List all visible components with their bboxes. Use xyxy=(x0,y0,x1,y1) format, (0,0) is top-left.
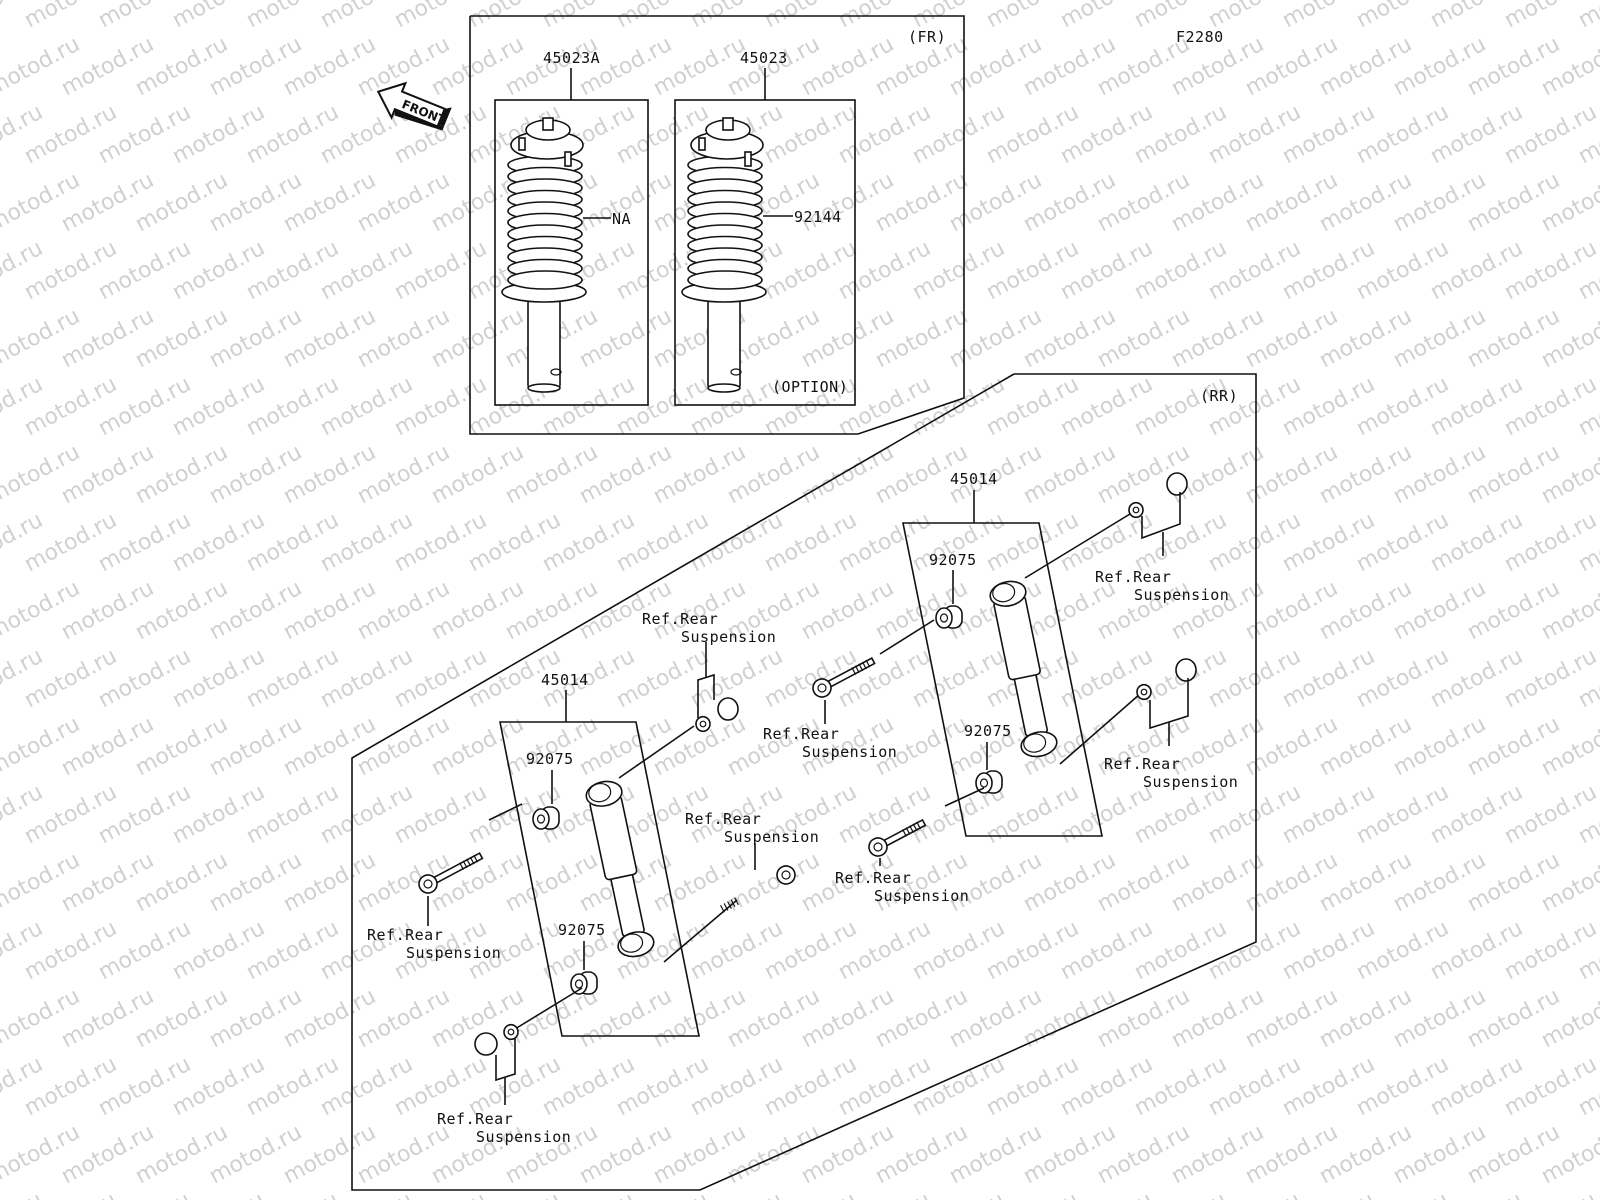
front-section-title: (FR) xyxy=(908,28,946,46)
bushing-label: 92075 xyxy=(558,921,606,939)
ref-label-line1: Ref.Rear xyxy=(685,810,761,828)
leader-line xyxy=(944,787,985,807)
part-number-45014: 45014 xyxy=(541,671,589,689)
bushing-label: 92075 xyxy=(964,722,1012,740)
bushing-92075 xyxy=(975,770,1003,794)
ref-label-line1: Ref.Rear xyxy=(1095,568,1171,586)
assembly-box xyxy=(494,99,649,406)
option-note: (OPTION) xyxy=(772,378,848,396)
leader-line xyxy=(879,619,935,655)
ref-label-line2: Suspension xyxy=(802,743,897,761)
leader-line xyxy=(514,987,583,1030)
part-number-45023A: 45023A xyxy=(543,49,600,67)
part-number-45023: 45023 xyxy=(740,49,788,67)
leader-line xyxy=(618,725,695,779)
leader-line xyxy=(1059,693,1141,765)
rear-shock-assembly-right: 450149207592075Ref.RearSuspensionRef.Rea… xyxy=(763,470,1238,905)
rear-shock-absorber xyxy=(585,780,655,958)
nut xyxy=(717,697,739,721)
rear-shock-absorber xyxy=(989,580,1058,758)
washer xyxy=(1136,683,1152,701)
front-shock-drawing xyxy=(681,117,767,393)
bushing-92075 xyxy=(532,806,560,830)
washer xyxy=(695,715,711,733)
rear-shock-assembly-left: 450149207592075Ref.RearSuspensionRef.Rea… xyxy=(367,610,819,1146)
bolt xyxy=(418,852,484,894)
ref-label-line1: Ref.Rear xyxy=(437,1110,513,1128)
leader-line xyxy=(1024,513,1131,579)
ref-label-line1: Ref.Rear xyxy=(367,926,443,944)
ref-label-line2: Suspension xyxy=(874,887,969,905)
spring-label-na: NA xyxy=(612,210,631,228)
nut xyxy=(1175,658,1197,682)
assembly-box xyxy=(902,522,1103,837)
ref-label-line2: Suspension xyxy=(1143,773,1238,791)
front-shock-assembly-45023A: 45023A NA xyxy=(494,49,649,406)
ref-label-line2: Suspension xyxy=(1134,586,1229,604)
bolt xyxy=(868,818,927,857)
leader-line xyxy=(495,1038,516,1082)
leader-line xyxy=(488,803,523,821)
ref-label-line2: Suspension xyxy=(406,944,501,962)
spring-coil xyxy=(687,270,763,290)
ref-label-line1: Ref.Rear xyxy=(835,869,911,887)
part-number-45014: 45014 xyxy=(950,470,998,488)
front-section-border xyxy=(469,15,965,435)
spring-coil xyxy=(507,270,583,290)
front-shock-drawing xyxy=(501,117,587,393)
assembly-box xyxy=(499,721,700,1037)
assembly-box xyxy=(674,99,856,406)
ref-label-line2: Suspension xyxy=(476,1128,571,1146)
bolt xyxy=(812,657,876,698)
ref-label-line2: Suspension xyxy=(681,628,776,646)
bushing-label: 92075 xyxy=(526,750,574,768)
bushing-label: 92075 xyxy=(929,551,977,569)
ref-label-line1: Ref.Rear xyxy=(763,725,839,743)
ref-label-line1: Ref.Rear xyxy=(1104,755,1180,773)
spring-label-92144: 92144 xyxy=(794,208,842,226)
leader-line xyxy=(697,673,715,718)
figure-code: F2280 xyxy=(1176,28,1224,46)
front-section: (FR) 45023A NA 45023 xyxy=(469,15,965,435)
rear-section-border xyxy=(351,373,1257,1191)
rear-section: (RR) xyxy=(351,373,1257,1191)
nut xyxy=(1166,472,1188,496)
washer xyxy=(1128,501,1144,519)
bushing-92075 xyxy=(570,971,598,995)
leader-line xyxy=(1141,492,1181,540)
ref-label-line2: Suspension xyxy=(724,828,819,846)
rear-section-title: (RR) xyxy=(1200,387,1238,405)
bushing-92075 xyxy=(935,605,963,629)
watermark-text: motod.ru xyxy=(0,1188,47,1200)
ref-label-line1: Ref.Rear xyxy=(642,610,718,628)
front-shock-assembly-45023: 45023 92144 (OPTION) xyxy=(674,49,856,406)
nut xyxy=(474,1032,498,1056)
watermark-text: motod.ru xyxy=(1574,0,1600,33)
leader-line xyxy=(663,899,738,963)
washer xyxy=(503,1023,519,1041)
